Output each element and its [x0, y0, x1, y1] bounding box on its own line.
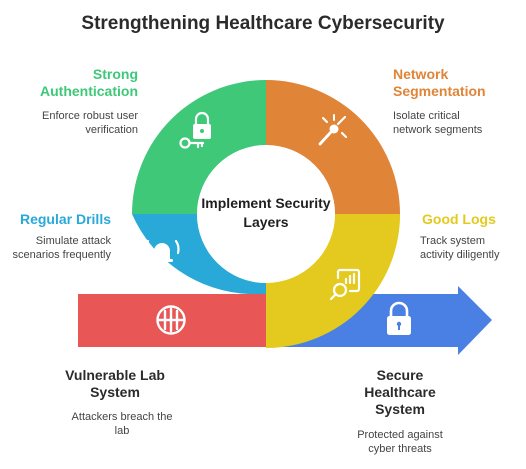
center-label-line1: Implement Security — [201, 195, 331, 211]
regular-drills-desc: Simulate attack scenarios frequently — [4, 234, 111, 262]
chart-search-icon — [329, 268, 361, 301]
secure-system-desc-line1: Protected against — [357, 429, 443, 441]
good-logs-desc-line1: Track system — [420, 235, 485, 247]
secure-system-heading-line2: Healthcare — [364, 384, 436, 400]
strong-auth-desc-line2: verification — [85, 124, 138, 136]
vulnerable-lab-heading-line2: System — [90, 384, 140, 400]
secure-system-desc-line2: cyber threats — [368, 443, 432, 455]
regular-drills-desc-line2: scenarios frequently — [12, 249, 111, 261]
vulnerable-lab-desc: Attackers breach the lab — [66, 410, 178, 438]
network-seg-heading: Network Segmentation — [393, 66, 521, 100]
center-label: Implement Security Layers — [192, 194, 340, 232]
secure-system-desc: Protected against cyber threats — [345, 428, 455, 456]
strong-auth-desc-line1: Enforce robust user — [42, 110, 138, 122]
vulnerable-lab-desc-line1: Attackers breach the — [71, 411, 173, 423]
network-seg-desc: Isolate critical network segments — [393, 109, 521, 137]
secure-system-heading-line3: System — [375, 401, 425, 417]
ring-segment-regular-drills — [132, 214, 266, 294]
vulnerable-lab-heading: Vulnerable Lab System — [56, 367, 174, 401]
vulnerable-lab-desc-line2: lab — [114, 425, 130, 437]
strong-auth-heading-line2: Authentication — [40, 83, 138, 99]
padlock-icon — [387, 301, 411, 335]
center-circle — [197, 145, 335, 283]
page-title: Strengthening Healthcare Cybersecurity — [81, 13, 445, 34]
good-logs-overlap — [266, 214, 400, 348]
good-logs-desc-line2: activity diligently — [420, 249, 500, 261]
secure-system-heading-line1: Secure — [376, 367, 424, 383]
barrier-icon — [156, 305, 186, 335]
network-seg-desc-line2: network segments — [393, 124, 483, 136]
network-node-icon — [318, 114, 348, 146]
vulnerable-lab-heading-line1: Vulnerable Lab — [65, 367, 165, 383]
good-logs-desc: Track system activity diligently — [420, 234, 524, 262]
regular-drills-desc-line1: Simulate attack — [35, 235, 111, 247]
lock-key-icon — [179, 111, 211, 149]
alarm-bell-icon — [144, 239, 180, 268]
strong-auth-heading-line1: Strong — [92, 66, 138, 82]
network-seg-heading-line2: Segmentation — [393, 83, 486, 99]
network-seg-desc-line1: Isolate critical — [393, 110, 460, 122]
strong-auth-desc: Enforce robust user verification — [10, 109, 138, 137]
center-label-line2: Layers — [243, 214, 289, 230]
regular-drills-heading: Regular Drills — [19, 211, 111, 227]
ring-segment-network-segmentation — [266, 80, 400, 214]
good-logs-heading: Good Logs — [422, 211, 496, 227]
secure-system-heading: Secure Healthcare System — [345, 367, 455, 418]
strong-auth-heading: Strong Authentication — [20, 66, 138, 100]
network-seg-heading-line1: Network — [393, 66, 449, 82]
